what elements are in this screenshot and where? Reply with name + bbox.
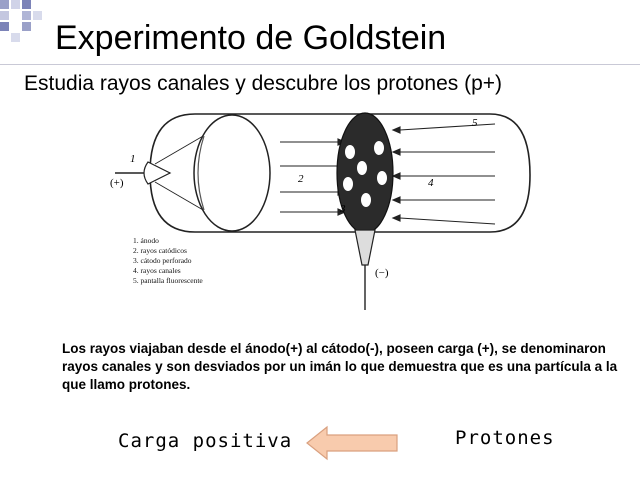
tube-outline bbox=[149, 113, 531, 233]
legend-item: 3. cátodo perforado bbox=[133, 256, 192, 265]
slide-title: Experimento de Goldstein bbox=[55, 19, 447, 57]
cathode-sign: (−) bbox=[375, 267, 389, 279]
goldstein-tube-diagram: 1 (+) 2 3 4 5 (−) bbox=[110, 112, 531, 310]
cathode-holes bbox=[343, 141, 387, 207]
label-5: 5 bbox=[472, 117, 478, 129]
fluorescent-screen bbox=[193, 114, 271, 232]
legend-item: 4. rayos canales bbox=[133, 266, 181, 275]
legend-item: 1. ánodo bbox=[133, 236, 159, 245]
diagram-legend: 1. ánodo 2. rayos catódicos 3. cátodo pe… bbox=[133, 236, 203, 286]
left-arrow-icon bbox=[306, 425, 398, 461]
slide-subtitle: Estudia rayos canales y descubre los pro… bbox=[24, 72, 503, 95]
title-divider bbox=[0, 64, 640, 65]
cathode-ray bbox=[154, 131, 211, 165]
label-3: 3 bbox=[339, 203, 346, 215]
legend-item: 2. rayos catódicos bbox=[133, 246, 187, 255]
cathode-stem bbox=[354, 229, 376, 266]
label-4: 4 bbox=[428, 177, 434, 189]
canal-ray-arrows bbox=[391, 123, 496, 225]
explanation-text: Los rayos viajaban desde el ánodo(+) al … bbox=[62, 341, 618, 392]
legend-item: 5. pantalla fluorescente bbox=[133, 276, 203, 285]
anode-electrode bbox=[143, 161, 172, 185]
label-2: 2 bbox=[298, 173, 304, 185]
corner-decoration bbox=[0, 0, 60, 42]
cathode-ray-arrows bbox=[280, 138, 347, 216]
arrow-right-label: Protones bbox=[455, 427, 555, 449]
arrow-left-label: Carga positiva bbox=[118, 430, 293, 452]
cathode-ray bbox=[154, 181, 211, 215]
label-1: 1 bbox=[130, 153, 136, 165]
anode-sign: (+) bbox=[110, 177, 124, 189]
